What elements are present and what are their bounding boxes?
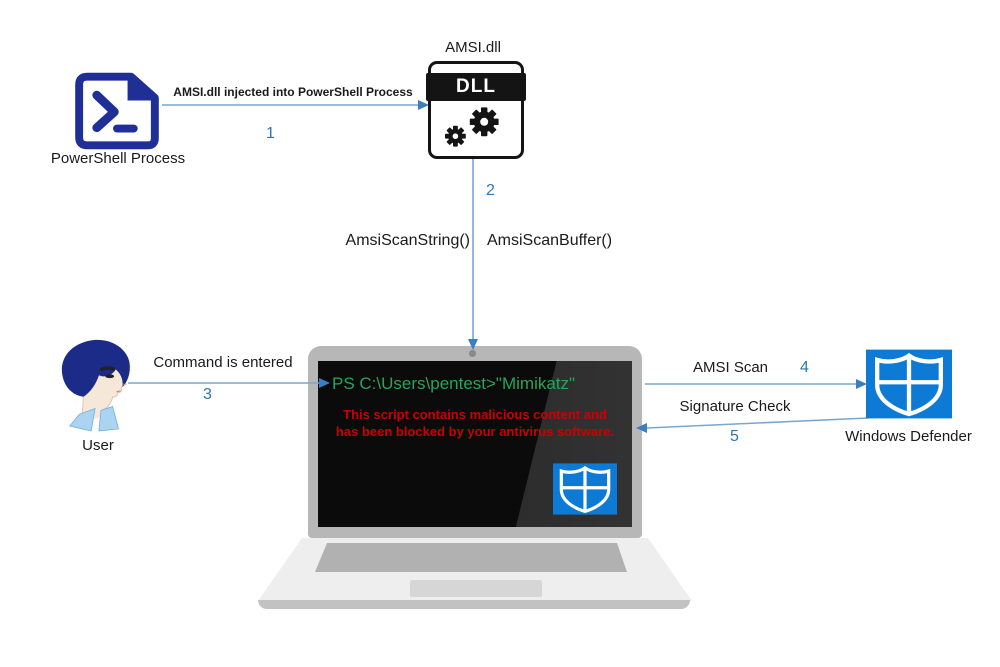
terminal-prompt-text: PS C:\Users\pentest>"Mimikatz" (332, 374, 576, 393)
step-number-5: 5 (730, 428, 739, 445)
antivirus-warning-line2: has been blocked by your antivirus softw… (335, 424, 615, 439)
keyboard-area (315, 543, 627, 572)
laptop-base (250, 538, 698, 610)
dll-file-icon: DLL (426, 61, 526, 159)
powershell-icon (75, 72, 159, 150)
windows-defender-label: Windows Defender (845, 428, 972, 445)
defender-shield-icon (866, 349, 952, 419)
arrow-signature-check-line (646, 417, 869, 429)
webcam-dot-icon (469, 350, 476, 357)
step-number-2: 2 (486, 182, 495, 199)
trackpad (410, 580, 542, 597)
amsiscanstring-label: AmsiScanString() (345, 232, 470, 249)
signature-check-arrow-label: Signature Check (679, 398, 791, 415)
laptop-bottom-edge (258, 600, 690, 609)
defender-shield-icon (553, 463, 617, 515)
step-number-3: 3 (203, 386, 212, 403)
amsiscanbuffer-label: AmsiScanBuffer() (487, 232, 613, 249)
step-number-4: 4 (800, 359, 809, 376)
powershell-process-label: PowerShell Process (50, 150, 186, 167)
gears-icon (444, 107, 499, 147)
user-label: User (82, 437, 114, 454)
user-profile-icon (61, 339, 130, 434)
antivirus-warning-line1: This script contains malicious content a… (343, 407, 607, 422)
injection-arrow-label: AMSI.dll injected into PowerShell Proces… (173, 85, 413, 99)
command-arrow-label: Command is entered (153, 354, 293, 371)
amsi-dll-title: AMSI.dll (445, 39, 501, 56)
amsi-scan-arrow-label: AMSI Scan (692, 359, 769, 376)
dll-badge: DLL (426, 73, 526, 101)
laptop-screen: PS C:\Users\pentest>"Mimikatz" This scri… (318, 361, 632, 527)
step-number-1: 1 (266, 125, 275, 142)
laptop-icon: PS C:\Users\pentest>"Mimikatz" This scri… (308, 346, 642, 538)
